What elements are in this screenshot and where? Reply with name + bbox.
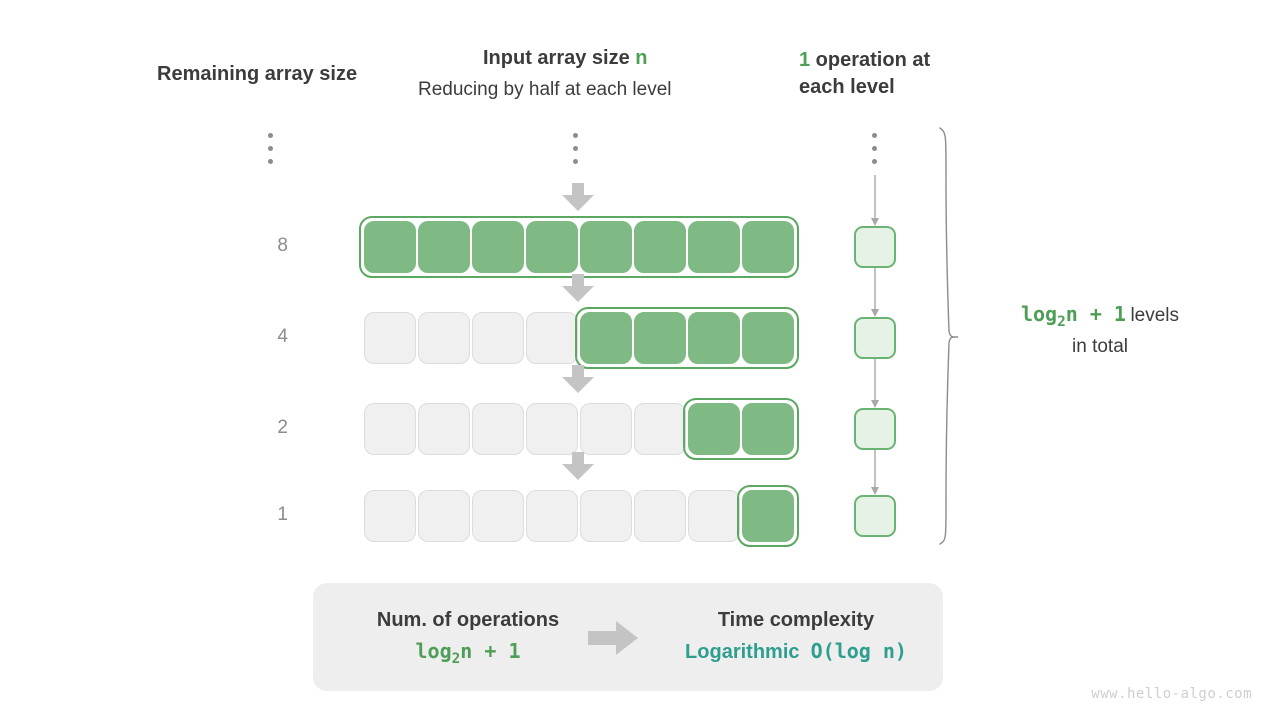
array-cell-inactive bbox=[526, 490, 578, 542]
header-input-array-size: Input array size n bbox=[483, 47, 648, 70]
array-cell-inactive bbox=[634, 403, 686, 455]
array-cell-inactive bbox=[580, 490, 632, 542]
levels-label-line2: in total bbox=[1072, 335, 1128, 357]
levels-formula: log2n + 1 bbox=[1020, 302, 1126, 330]
dot bbox=[268, 146, 273, 151]
dot bbox=[573, 133, 578, 138]
array-cell-inactive bbox=[526, 312, 578, 364]
dot bbox=[268, 133, 273, 138]
dot bbox=[872, 159, 877, 164]
operation-flow-arrow-icon bbox=[869, 175, 881, 226]
array-cell-active bbox=[634, 221, 686, 273]
header-operations-line1: operation at bbox=[810, 49, 931, 71]
array-cell-inactive bbox=[364, 490, 416, 542]
array-cell-active bbox=[580, 221, 632, 273]
summary-operations-column: Num. of operations log2n + 1 bbox=[333, 605, 603, 670]
halving-down-arrow-icon bbox=[561, 451, 595, 481]
array-cell-inactive bbox=[526, 403, 578, 455]
row-size-label: 2 bbox=[277, 417, 288, 438]
row-size-label: 1 bbox=[277, 504, 288, 525]
array-cell-inactive bbox=[472, 403, 524, 455]
summary-complexity-column: Time complexity Logarithmic O(log n) bbox=[661, 605, 931, 668]
halving-down-arrow-icon bbox=[561, 182, 595, 212]
operation-flow-arrow-icon bbox=[869, 268, 881, 317]
active-subarray-outline bbox=[683, 398, 799, 460]
array-cell-active bbox=[688, 221, 740, 273]
array-cell-active bbox=[742, 403, 794, 455]
array-cell-inactive bbox=[364, 403, 416, 455]
dot bbox=[573, 146, 578, 151]
row-size-label: 4 bbox=[277, 326, 288, 347]
ellipsis-remaining-size bbox=[268, 133, 275, 172]
ellipsis-array bbox=[573, 133, 580, 172]
header-operations-count: 1 bbox=[799, 49, 811, 71]
summary-complexity-value: Logarithmic O(log n) bbox=[685, 639, 907, 663]
array-cell-active bbox=[634, 312, 686, 364]
header-operations-line2: each level bbox=[799, 76, 895, 98]
array-cell-inactive bbox=[634, 490, 686, 542]
operation-box bbox=[854, 226, 896, 268]
dot bbox=[872, 146, 877, 151]
array-cell-inactive bbox=[364, 312, 416, 364]
ellipsis-operations bbox=[872, 133, 879, 172]
active-subarray-outline bbox=[575, 307, 799, 369]
operation-box bbox=[854, 408, 896, 450]
summary-right-arrow-icon bbox=[586, 618, 642, 658]
levels-total-note: log2n + 1 levels in total bbox=[985, 300, 1215, 360]
array-cell-inactive bbox=[472, 312, 524, 364]
dot bbox=[268, 159, 273, 164]
header-reducing-subtitle: Reducing by half at each level bbox=[418, 79, 672, 100]
halving-down-arrow-icon bbox=[561, 364, 595, 394]
dot bbox=[573, 159, 578, 164]
array-cell-active bbox=[688, 403, 740, 455]
array-cell-active bbox=[418, 221, 470, 273]
operation-flow-arrow-icon bbox=[869, 359, 881, 408]
operation-box bbox=[854, 495, 896, 537]
header-operations-per-level: 1 operation at each level bbox=[799, 47, 959, 101]
active-subarray-outline bbox=[737, 485, 799, 547]
summary-complexity-title: Time complexity bbox=[717, 609, 875, 631]
header-remaining-array-size: Remaining array size bbox=[157, 63, 358, 85]
array-cell-active bbox=[472, 221, 524, 273]
array-cell-inactive bbox=[418, 312, 470, 364]
watermark: www.hello-algo.com bbox=[1091, 686, 1252, 702]
array-cell-active bbox=[742, 312, 794, 364]
array-cell-active bbox=[742, 490, 794, 542]
array-cell-inactive bbox=[580, 403, 632, 455]
header-input-array-size-text: Input array size bbox=[483, 47, 636, 69]
header-input-array-size-var: n bbox=[635, 47, 648, 69]
array-cell-inactive bbox=[418, 490, 470, 542]
levels-brace bbox=[938, 126, 962, 551]
operation-flow-arrow-icon bbox=[869, 450, 881, 495]
array-cell-active bbox=[688, 312, 740, 364]
levels-label: levels bbox=[1130, 305, 1180, 326]
active-subarray-outline bbox=[359, 216, 799, 278]
array-cell-active bbox=[580, 312, 632, 364]
array-cell-inactive bbox=[688, 490, 740, 542]
array-cell-active bbox=[526, 221, 578, 273]
dot bbox=[872, 133, 877, 138]
row-size-label: 8 bbox=[277, 235, 288, 256]
array-cell-active bbox=[742, 221, 794, 273]
summary-operations-title: Num. of operations bbox=[376, 609, 560, 631]
array-cell-active bbox=[364, 221, 416, 273]
summary-operations-value: log2n + 1 bbox=[415, 639, 521, 667]
halving-down-arrow-icon bbox=[561, 273, 595, 303]
array-cell-inactive bbox=[418, 403, 470, 455]
operation-box bbox=[854, 317, 896, 359]
array-cell-inactive bbox=[472, 490, 524, 542]
